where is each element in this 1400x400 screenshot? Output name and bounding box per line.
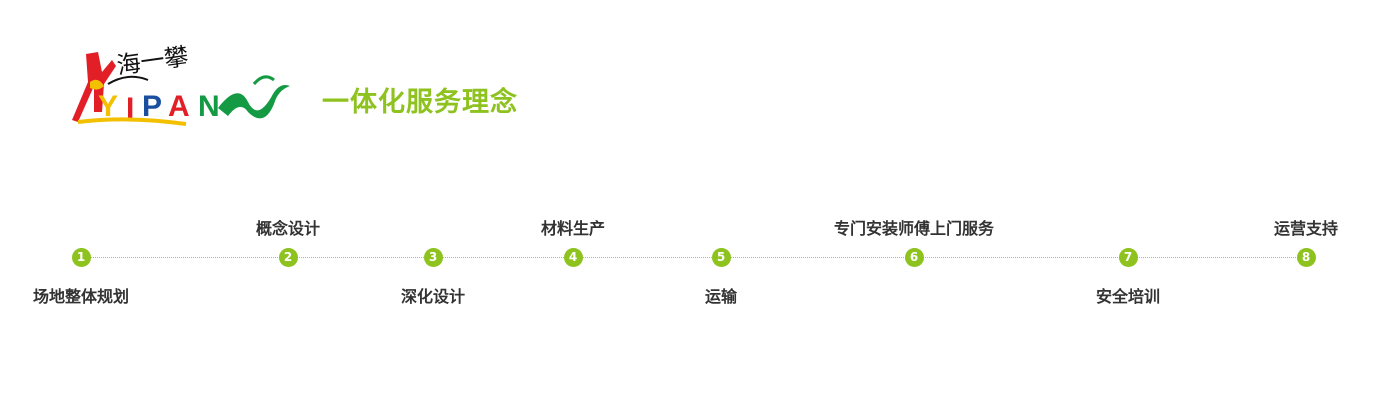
step-2-number-badge: 2	[278, 248, 298, 267]
step-1-number-badge: 1	[71, 248, 91, 267]
page-title: 一体化服务理念	[322, 87, 518, 118]
step-1-label: 场地整体规划	[32, 287, 129, 306]
logo-letter-y: Y	[98, 90, 118, 123]
step-3-label: 深化设计	[400, 287, 465, 306]
logo-letter-i: I	[126, 92, 134, 125]
step-7-number-badge: 7	[1118, 248, 1138, 267]
step-5-number-badge: 5	[711, 248, 731, 267]
step-6-number-badge: 6	[904, 248, 924, 267]
brand-logo: 海一攀 Y I P A N	[68, 42, 292, 130]
logo-letter-a: A	[168, 90, 190, 123]
step-2-label: 概念设计	[255, 219, 320, 238]
logo-letter-p: P	[142, 90, 162, 123]
step-3-number-badge: 3	[423, 248, 443, 267]
step-8-number-badge: 8	[1296, 248, 1316, 267]
step-4-number-badge: 4	[563, 248, 583, 267]
yipan-climber-logo-icon: 海一攀 Y I P A N	[72, 42, 290, 126]
timeline-dotted-line	[80, 257, 1306, 258]
step-6-label: 专门安装师傅上门服务	[833, 219, 994, 238]
logo-letter-n: N	[198, 90, 220, 123]
step-8-label: 运营支持	[1273, 219, 1338, 238]
step-7-label: 安全培训	[1095, 287, 1160, 306]
step-5-label: 运输	[704, 287, 737, 306]
step-4-label: 材料生产	[540, 219, 605, 238]
